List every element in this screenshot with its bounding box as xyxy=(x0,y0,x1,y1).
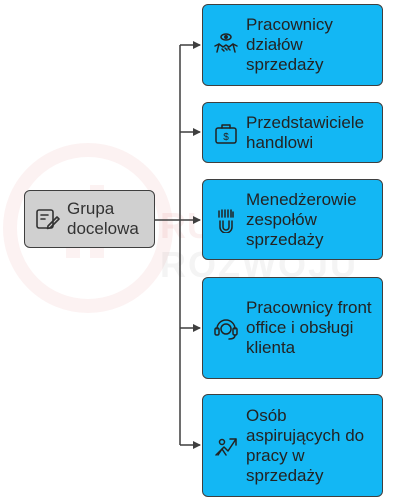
source-label: Grupa docelowa xyxy=(67,199,139,238)
target-node-2: $ Przedstawiciele handlowi xyxy=(202,102,383,163)
svg-text:$: $ xyxy=(223,132,229,143)
target-node-4: Pracownicy front office i obsługi klient… xyxy=(202,277,383,379)
headset-support-icon xyxy=(214,319,238,340)
handshake-eye-icon xyxy=(214,33,238,53)
target-label-1: Pracownicy działów sprzedaży xyxy=(246,15,333,74)
target-label-4: Pracownicy front office i obsługi klient… xyxy=(246,298,372,357)
target-label-5: Osób aspirujących do pracy w sprzedaży xyxy=(246,405,365,485)
target-node-1: Pracownicy działów sprzedaży xyxy=(202,4,383,86)
hands-magnet-icon xyxy=(218,208,234,233)
target-label-2: Przedstawiciele handlowi xyxy=(246,112,365,152)
source-node: Grupa docelowa xyxy=(24,190,155,248)
target-node-5: Osób aspirujących do pracy w sprzedaży xyxy=(202,394,383,497)
target-label-3: Menedżerowie zespołów sprzedaży xyxy=(246,189,357,249)
notepad-pen-icon xyxy=(36,209,60,230)
target-node-3: Menedżerowie zespołów sprzedaży xyxy=(202,179,383,260)
briefcase-dollar-icon: $ xyxy=(215,123,237,144)
growth-arrow-icon xyxy=(215,437,237,456)
